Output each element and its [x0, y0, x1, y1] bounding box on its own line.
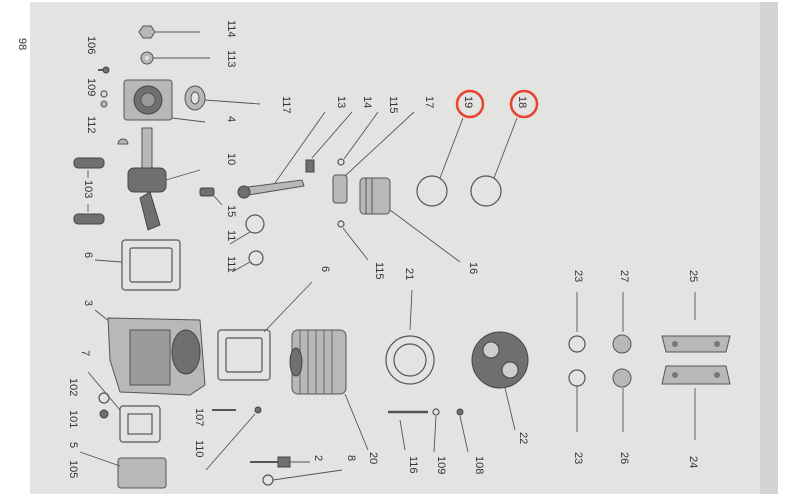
cylinder-20-icon	[289, 329, 369, 451]
label-113: 113	[225, 50, 237, 68]
label-17: 17	[423, 96, 435, 108]
o-ring-23-icons	[568, 292, 586, 432]
label-115-lower: 115	[373, 262, 385, 280]
label-117: 117	[280, 96, 292, 114]
washer-113-icon	[140, 51, 210, 65]
label-13: 13	[335, 96, 347, 108]
label-10: 10	[225, 153, 237, 165]
head-gasket-21-icon	[385, 289, 435, 385]
piston-pin-17-icon	[332, 111, 415, 204]
head-cover-25-24-icons	[661, 292, 731, 440]
nut-114-icon	[138, 25, 200, 39]
label-15: 15	[225, 205, 237, 217]
label-14: 14	[361, 96, 373, 108]
needle-bearing-14-icon	[305, 111, 353, 173]
label-108: 108	[473, 456, 485, 474]
circlip-111-icon	[231, 250, 264, 273]
label-112: 112	[85, 116, 97, 134]
label-3: 3	[82, 300, 94, 306]
label-6-lower: 6	[319, 266, 331, 272]
label-109-lower: 109	[435, 456, 447, 474]
label-6-upper: 6	[82, 252, 94, 258]
label-5: 5	[67, 442, 79, 448]
screw-106-icon	[98, 66, 110, 74]
stud-107-110-icons	[205, 406, 262, 471]
label-111: 111	[225, 256, 237, 273]
label-25: 25	[687, 270, 699, 282]
callout-18: 18	[509, 89, 539, 119]
page-number: 98	[16, 38, 28, 50]
flywheel-103-icon	[73, 157, 105, 225]
gasket-6-upper-icon	[94, 239, 181, 291]
spark-plug-2-8-icons	[250, 456, 343, 486]
crankcase-3-icon	[94, 309, 206, 396]
label-103: 103	[82, 180, 94, 198]
circlip-115-lower-icon	[337, 220, 369, 261]
label-27: 27	[618, 270, 630, 282]
label-23-lower: 23	[572, 452, 584, 464]
plug-27-26-icons	[612, 292, 632, 432]
small-parts-lower-left-icons	[79, 371, 167, 489]
label-109: 109	[85, 78, 97, 96]
label-24: 24	[687, 456, 699, 468]
paper-edge-shadow	[760, 2, 778, 494]
label-114: 114	[225, 20, 237, 38]
label-18: 18	[516, 96, 528, 108]
label-23-upper: 23	[572, 270, 584, 282]
label-115-upper: 115	[387, 96, 399, 114]
crankshaft-icon	[127, 127, 201, 231]
gasket-6-lower-icon	[217, 281, 313, 381]
label-7: 7	[79, 350, 91, 356]
label-22: 22	[517, 432, 529, 444]
piston-ring-18-icon	[470, 117, 518, 207]
label-20: 20	[367, 452, 379, 464]
piston-16-icon	[359, 177, 461, 263]
label-2: 2	[312, 455, 324, 461]
label-106: 106	[85, 36, 97, 54]
label-116: 116	[407, 456, 419, 474]
bearing-housing-icon	[123, 79, 173, 121]
label-8: 8	[345, 455, 357, 461]
callout-19: 19	[455, 89, 485, 119]
label-21: 21	[403, 268, 415, 280]
label-11: 11	[225, 230, 237, 241]
label-102: 102	[67, 378, 79, 396]
cylinder-head-22-icon	[471, 331, 529, 431]
seal-117-icon	[184, 85, 261, 111]
connecting-rod-icon	[237, 111, 326, 199]
label-16: 16	[467, 262, 479, 274]
pin-116-109-108-icons	[388, 408, 469, 453]
leader-4	[171, 117, 206, 123]
piston-ring-19-icon	[416, 117, 464, 207]
washer-109-icon	[100, 90, 108, 98]
washer-11-icon	[229, 214, 265, 245]
label-110: 110	[193, 440, 205, 458]
label-26: 26	[618, 452, 630, 464]
label-19: 19	[462, 96, 474, 108]
label-101: 101	[67, 410, 79, 428]
key-112-icon	[117, 138, 129, 145]
label-105: 105	[67, 460, 79, 478]
washer-109b-icon	[100, 100, 108, 108]
label-107: 107	[193, 408, 205, 426]
circlip-115-upper-icon	[337, 111, 379, 166]
roller-15-icon	[199, 187, 223, 206]
label-4: 4	[225, 116, 237, 122]
